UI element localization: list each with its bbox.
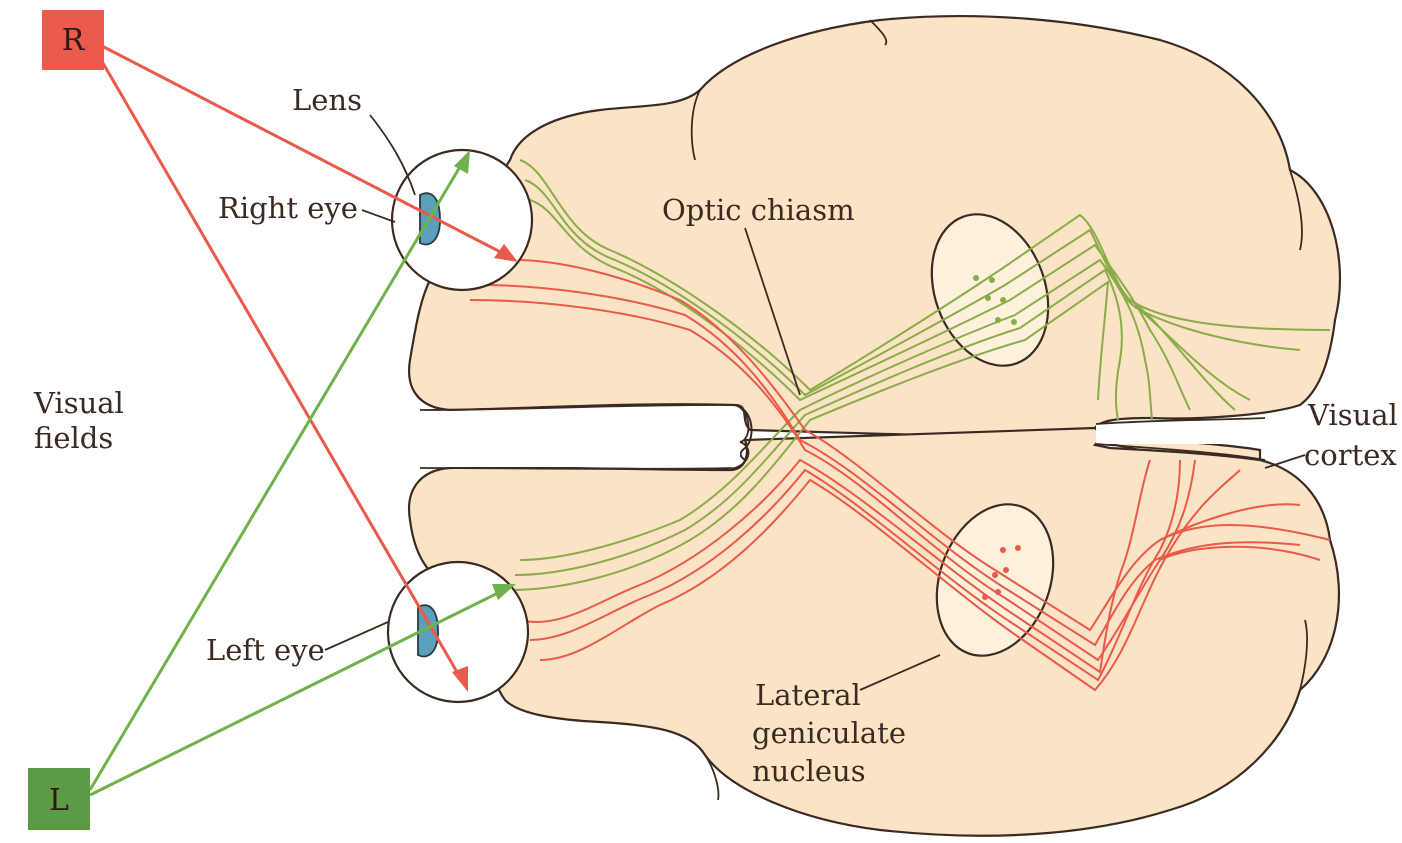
right-eye-label: Right eye xyxy=(218,191,358,225)
right-eye-leader xyxy=(362,210,395,222)
left-eye-label: Left eye xyxy=(206,633,325,667)
left-eye xyxy=(388,562,528,702)
visual-fields-label-line1: Visual xyxy=(33,386,124,420)
lgn-label-line2: geniculate xyxy=(752,716,906,750)
optic-chiasm-label: Optic chiasm xyxy=(662,193,855,227)
visual-cortex-label-line1: Visual xyxy=(1307,398,1398,432)
lgn-label-line1: Lateral xyxy=(755,678,861,712)
visual-cortex-label-line2: cortex xyxy=(1304,438,1397,472)
upper-hemisphere xyxy=(409,16,1340,470)
lens-label: Lens xyxy=(292,83,362,117)
posterior-gap xyxy=(1096,424,1266,444)
right-eye xyxy=(392,150,532,290)
left-eye-leader xyxy=(325,622,388,650)
fissure-gap xyxy=(420,411,740,467)
visual-fields-label-line2: fields xyxy=(34,421,113,455)
right-field-label: R xyxy=(62,23,86,58)
cortex-leader xyxy=(1265,455,1305,468)
left-field-label: L xyxy=(49,783,69,818)
lgn-label-line3: nucleus xyxy=(752,754,866,788)
